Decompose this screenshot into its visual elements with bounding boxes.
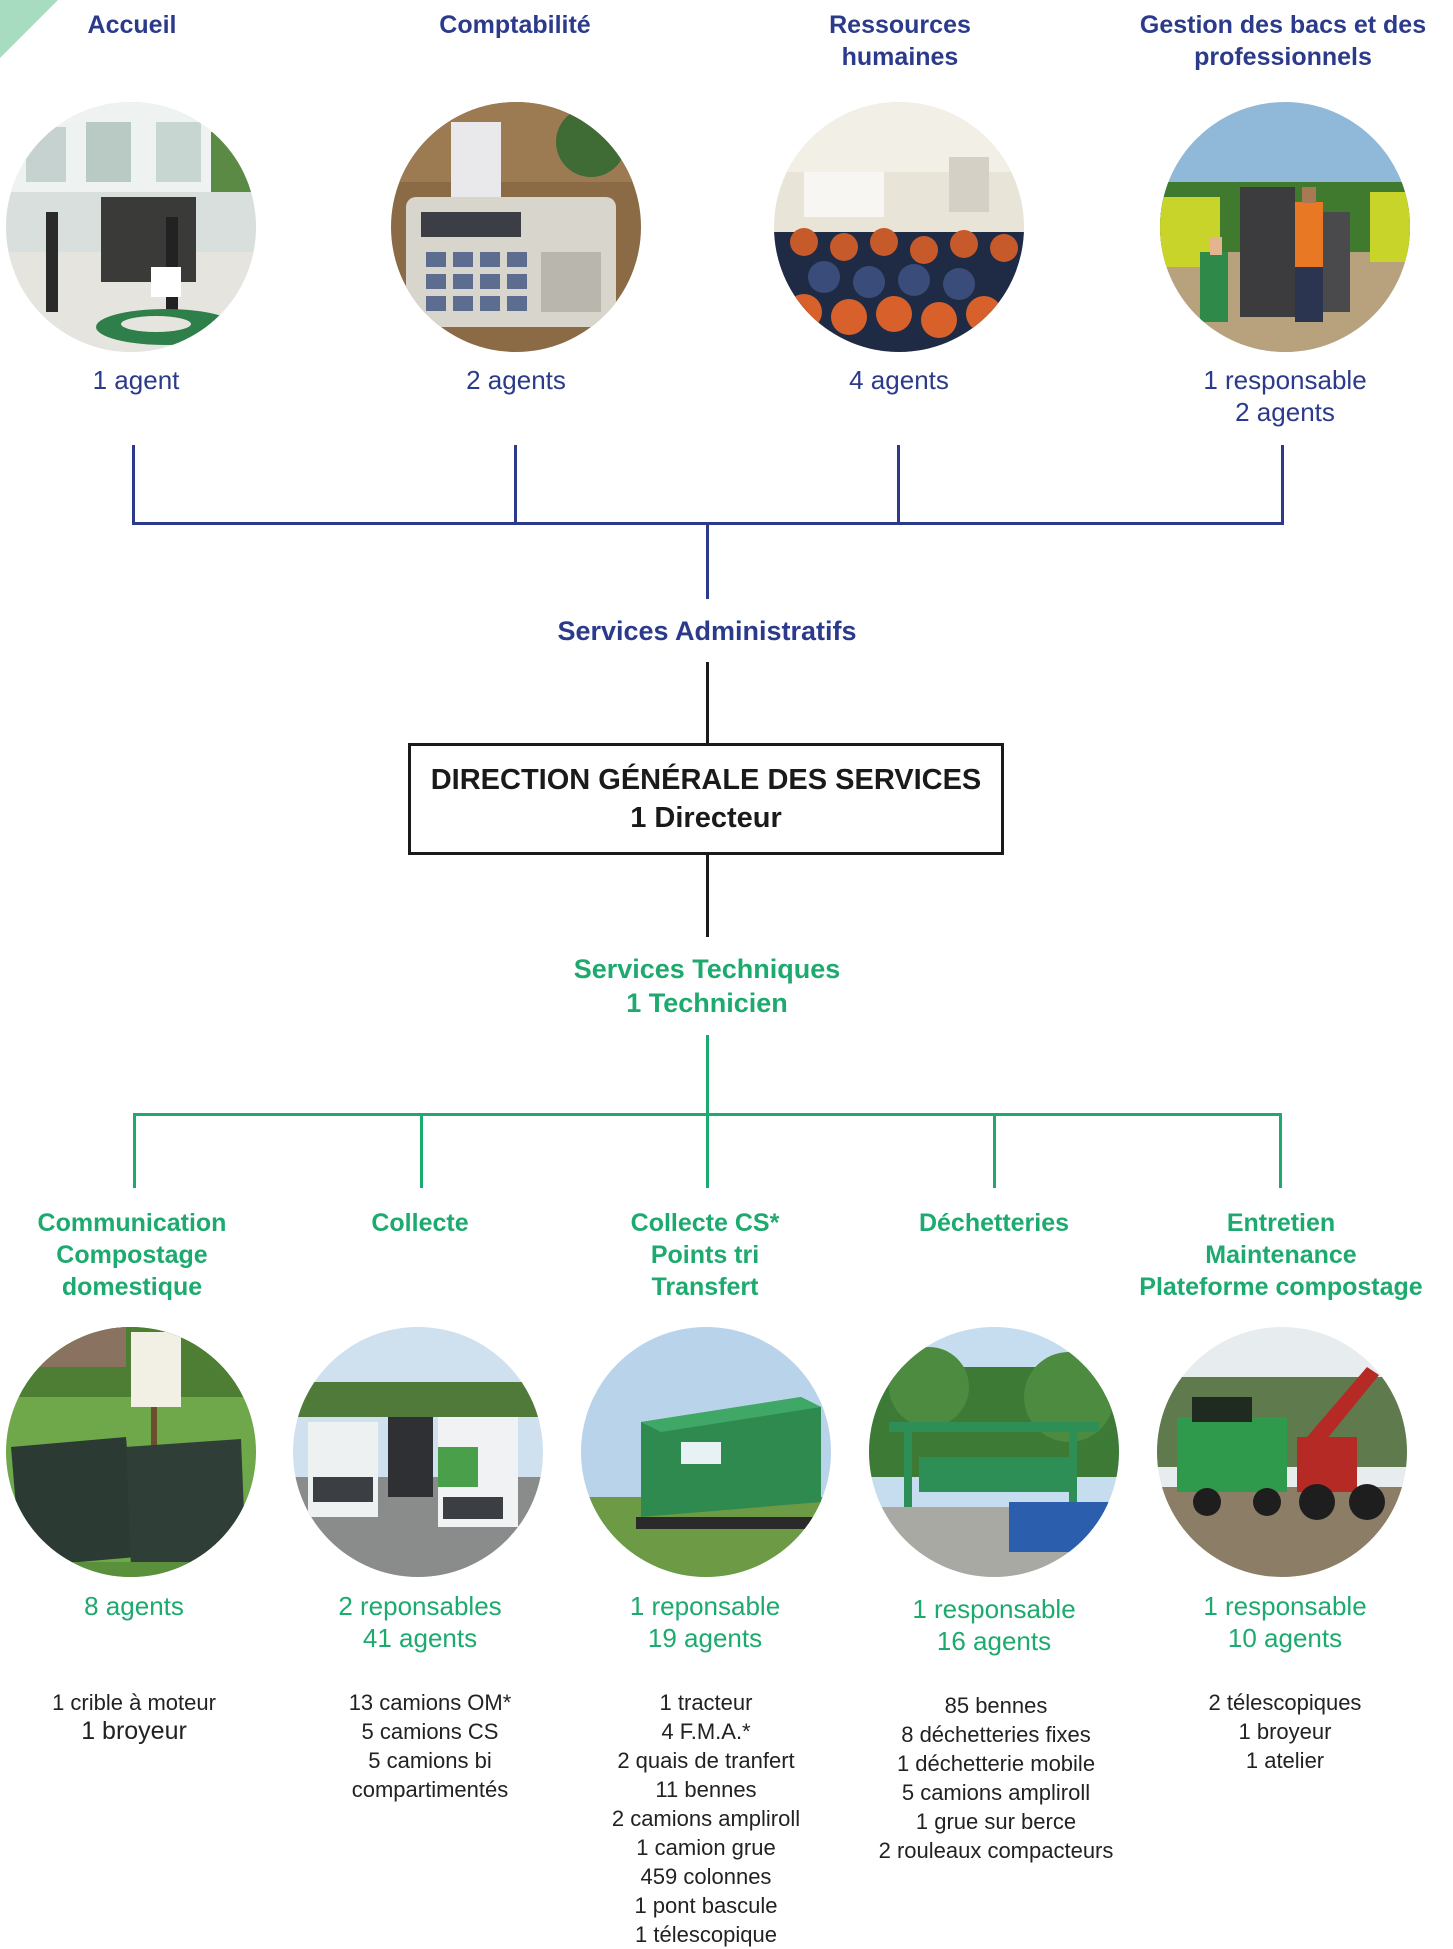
services-administratifs-title: Services Administratifs (557, 616, 857, 646)
photo-collecte (293, 1327, 543, 1577)
equipment-collecte-cs: 1 tracteur 4 F.M.A.* 2 quais de tranfert… (611, 1690, 801, 1947)
connector-accueil (132, 445, 135, 525)
connector-comptabilite (514, 445, 517, 525)
equipment-collecte: 13 camions OM* 5 camions CS 5 camions bi… (348, 1690, 512, 1802)
equipment-dechetteries: 85 bennes 8 déchetteries fixes 1 déchett… (878, 1693, 1114, 1863)
count-accueil: 1 agent (92, 365, 180, 395)
connector-collecte-cs (706, 1113, 709, 1188)
technical-vertical-connector (706, 1035, 709, 1115)
admin-to-direction-connector (706, 662, 709, 743)
unit-title-collecte-cs: Collecte CS* Points tri Transfert (630, 1209, 780, 1301)
connector-gestion-bacs (1281, 445, 1284, 525)
photo-ressources-humaines (774, 102, 1024, 352)
photo-entretien (1157, 1327, 1407, 1577)
count-collecte-cs: 1 reponsable 19 agents (629, 1591, 781, 1653)
equipment-communication: 1 crible à moteur 1 broyeur (52, 1690, 216, 1745)
direction-to-technical-connector (706, 855, 709, 937)
count-gestion-bacs: 1 responsable 2 agents (1203, 365, 1367, 427)
connector-communication (133, 1113, 136, 1188)
photo-dechetteries (869, 1327, 1119, 1577)
connector-dechetteries (993, 1113, 996, 1188)
unit-title-entretien: Entretien Maintenance Plateforme compost… (1139, 1209, 1423, 1301)
count-ressources-humaines: 4 agents (849, 365, 949, 395)
equipment-entretien: 2 télescopiques 1 broyeur 1 atelier (1208, 1690, 1362, 1773)
unit-title-accueil: Accueil (87, 11, 177, 39)
direction-title: DIRECTION GÉNÉRALE DES SERVICES (430, 764, 982, 796)
unit-title-communication: Communication Compostage domestique (37, 1209, 227, 1301)
connector-ressources-humaines (897, 445, 900, 525)
photo-accueil (6, 102, 256, 352)
photo-collecte-cs (581, 1327, 831, 1577)
count-entretien: 1 responsable 10 agents (1203, 1591, 1367, 1653)
unit-title-gestion-bacs: Gestion des bacs et des professionnels (1139, 11, 1427, 71)
unit-title-comptabilite: Comptabilité (439, 11, 591, 39)
photo-comptabilite (391, 102, 641, 352)
direction-director: 1 Directeur (630, 802, 782, 834)
count-communication: 8 agents (84, 1591, 184, 1621)
photo-communication (6, 1327, 256, 1577)
unit-title-ressources-humaines: Ressources humaines (829, 11, 971, 71)
count-comptabilite: 2 agents (466, 365, 566, 395)
connector-entretien (1279, 1113, 1282, 1188)
connector-collecte (420, 1113, 423, 1188)
services-techniques-title: Services Techniques 1 Technicien (573, 954, 841, 1018)
corner-decoration (0, 0, 58, 58)
unit-title-dechetteries: Déchetteries (918, 1209, 1070, 1237)
photo-gestion-bacs (1160, 102, 1410, 352)
unit-title-collecte: Collecte (371, 1209, 469, 1237)
admin-vertical-connector (706, 522, 709, 599)
count-dechetteries: 1 responsable 16 agents (912, 1594, 1076, 1656)
count-collecte: 2 reponsables 41 agents (338, 1591, 502, 1653)
direction-box: DIRECTION GÉNÉRALE DES SERVICES 1 Direct… (408, 743, 1004, 855)
